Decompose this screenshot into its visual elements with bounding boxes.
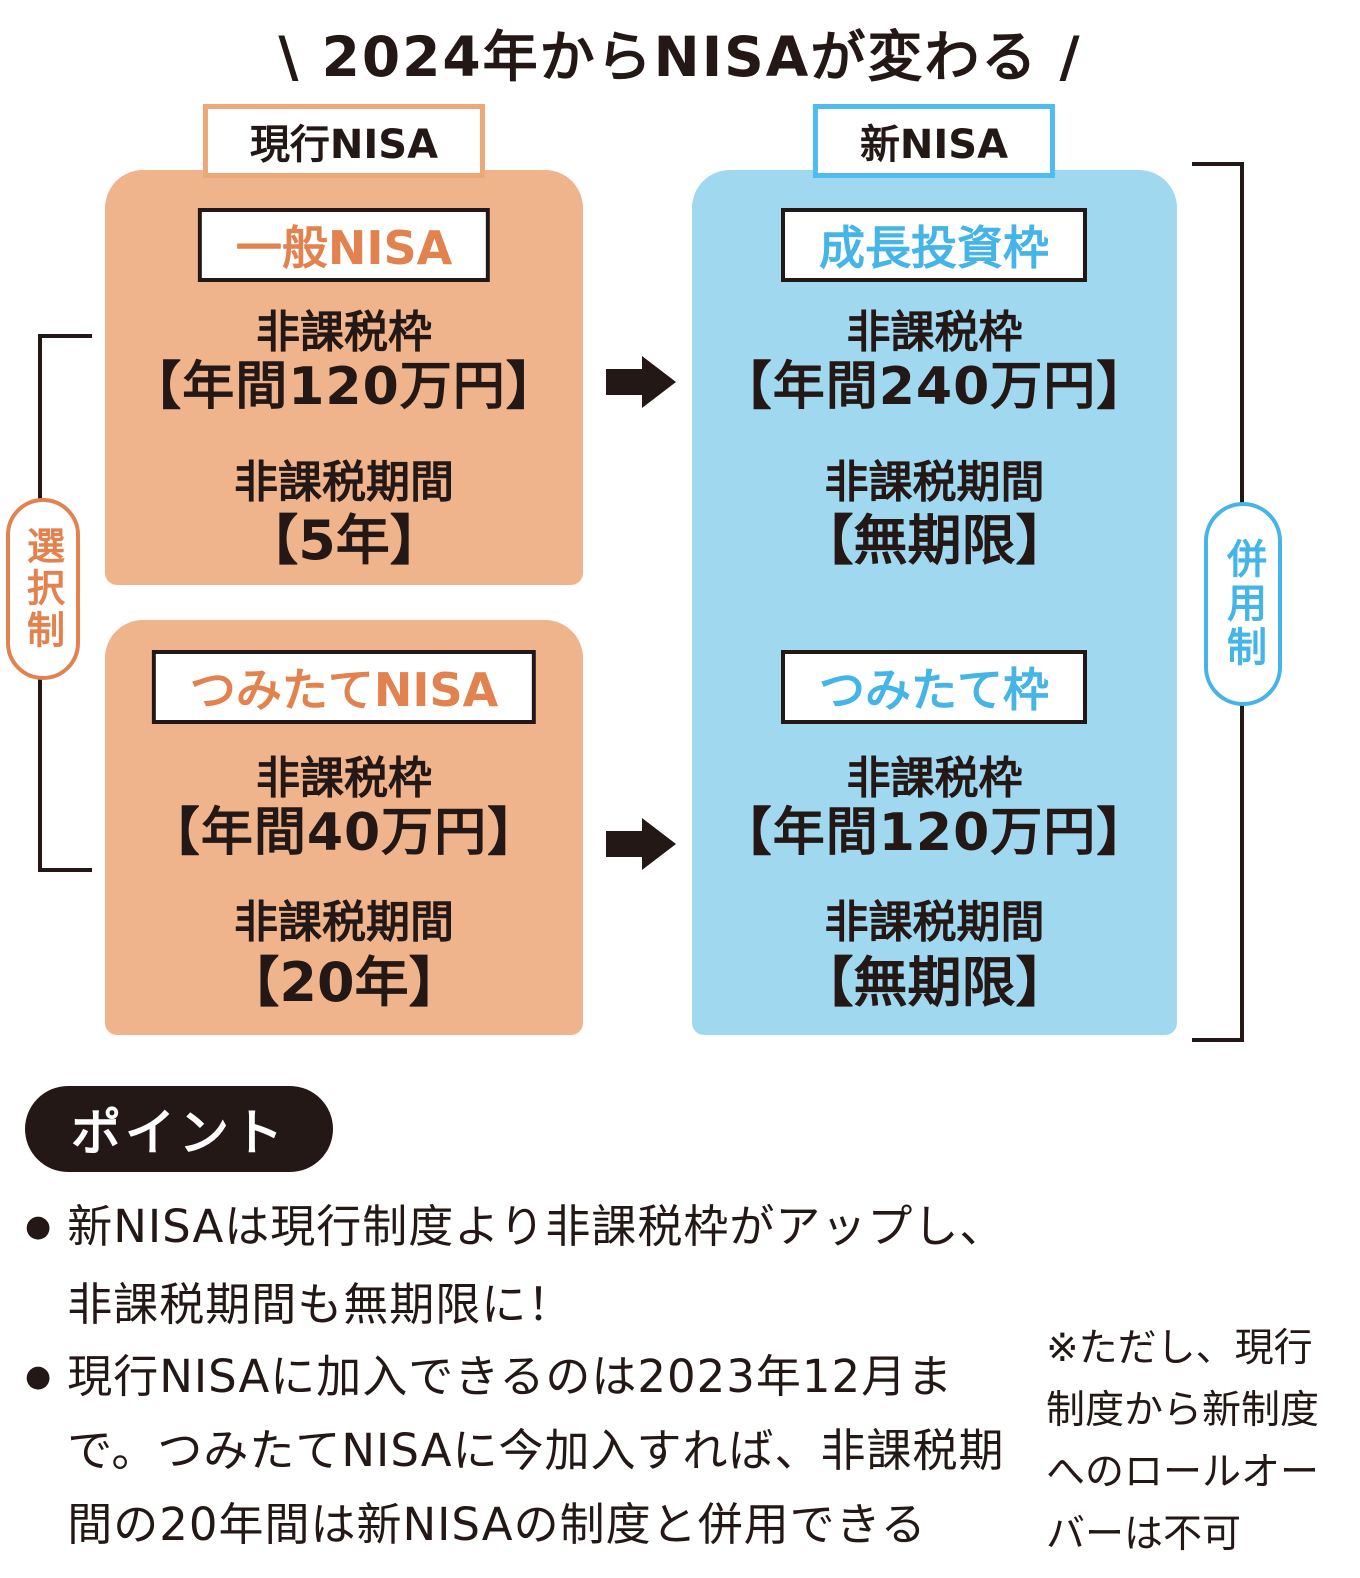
selection-system-pill: 選択制	[6, 498, 80, 680]
arrow-head	[642, 356, 676, 408]
point-bullet-1: ● 新NISAは現行制度より非課税枠がアップし、 非課税期間も無期限に！	[25, 1188, 1005, 1344]
general-limit-value: 【年間120万円】	[129, 357, 559, 417]
arrow-stem	[606, 369, 644, 395]
arrow-right-icon	[606, 818, 676, 870]
bullet-1-text: 新NISAは現行制度より非課税枠がアップし、 非課税期間も無期限に！	[67, 1188, 1005, 1344]
tsumitate-nisa-label: つみたてNISA	[151, 650, 537, 724]
growth-period-value: 【無期限】	[799, 509, 1070, 572]
new-tsumitate-period-label: 非課税期間	[824, 897, 1045, 948]
note-line-4: バーは不可	[1046, 1512, 1242, 1557]
rollover-note: ※ただし、現行 制度から新制度 へのロールオー バーは不可	[1046, 1318, 1360, 1566]
tsumitate-period-value: 【20年】	[225, 951, 463, 1014]
general-nisa-label: 一般NISA	[197, 208, 491, 282]
bullet-1-line-1: 新NISAは現行制度より非課税枠がアップし、	[67, 1200, 1006, 1253]
point-bullet-2: ● 現行NISAに加入できるのは2023年12月ま で。つみたてNISAに今加入…	[25, 1340, 1005, 1562]
new-nisa-header: 新NISA	[812, 104, 1056, 178]
new-tsumitate-limit-value: 【年間120万円】	[719, 803, 1150, 863]
note-line-1: ※ただし、現行	[1046, 1326, 1313, 1371]
general-period-value: 【5年】	[244, 509, 444, 572]
note-line-2: 制度から新制度	[1046, 1388, 1320, 1433]
bullet-1-line-2: 非課税期間も無期限に！	[67, 1278, 574, 1331]
combined-use-system-pill: 併用制	[1204, 502, 1282, 706]
arrow-head	[642, 818, 676, 870]
growth-frame-label: 成長投資枠	[781, 208, 1087, 282]
bullet-dot-icon: ●	[25, 1359, 52, 1394]
arrow-stem	[606, 831, 644, 857]
note-line-3: へのロールオー	[1046, 1450, 1320, 1495]
bullet-2-line-2: で。つみたてNISAに今加入すれば、非課税期	[67, 1424, 1005, 1477]
tsumitate-limit-value: 【年間40万円】	[147, 803, 541, 863]
bullet-2-text: 現行NISAに加入できるのは2023年12月ま で。つみたてNISAに今加入すれ…	[67, 1340, 1004, 1562]
new-tsumitate-frame-label: つみたて枠	[781, 650, 1087, 724]
bullet-2-line-3: 間の20年間は新NISAの制度と併用できる	[67, 1498, 927, 1551]
tsumitate-limit-label: 非課税枠	[256, 753, 432, 804]
general-period-label: 非課税期間	[234, 457, 454, 508]
current-nisa-header: 現行NISA	[202, 104, 486, 178]
new-tsumitate-period-value: 【無期限】	[799, 951, 1070, 1014]
general-limit-label: 非課税枠	[256, 307, 432, 358]
new-tsumitate-limit-label: 非課税枠	[846, 753, 1023, 804]
bullet-2-line-1: 現行NISAに加入できるのは2023年12月ま	[67, 1350, 954, 1403]
tsumitate-period-label: 非課税期間	[234, 897, 454, 948]
new-nisa-panel	[692, 170, 1177, 1035]
growth-limit-value: 【年間240万円】	[719, 357, 1150, 417]
bullet-dot-icon: ●	[25, 1209, 52, 1244]
point-heading: ポイント	[25, 1086, 333, 1172]
page-title: \ 2024年からNISAが変わる /	[278, 25, 1082, 89]
growth-period-label: 非課税期間	[824, 457, 1045, 508]
growth-limit-label: 非課税枠	[846, 307, 1023, 358]
arrow-right-icon	[606, 356, 676, 408]
